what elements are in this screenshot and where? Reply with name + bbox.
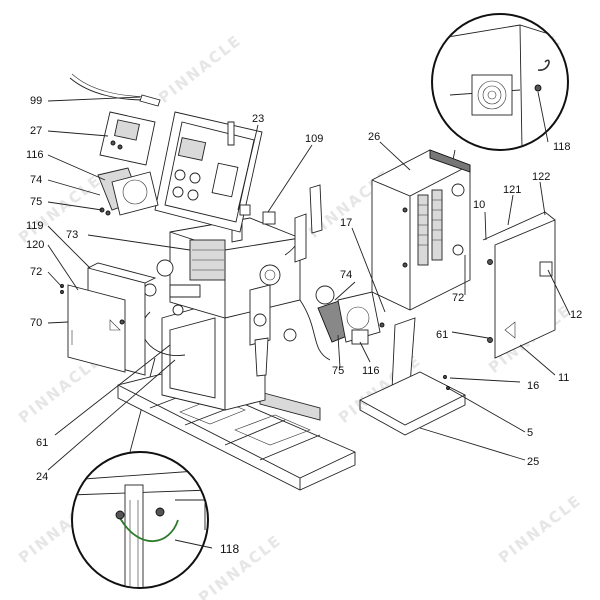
callout-74: 74 — [30, 174, 43, 186]
callout-119: 119 — [26, 220, 44, 232]
callout-17: 17 — [340, 217, 353, 229]
callout-120: 120 — [26, 239, 45, 251]
callout-99: 99 — [30, 95, 43, 107]
electrical-cabinet — [371, 149, 471, 311]
callout-70: 70 — [30, 317, 43, 329]
leader-lines — [47, 91, 571, 549]
callout-75: 75 — [332, 365, 345, 377]
callout-27: 27 — [30, 125, 43, 137]
callout-75: 75 — [30, 196, 43, 208]
callout-116: 116 — [362, 365, 380, 377]
callout-118: 118 — [553, 141, 571, 153]
stand-bracket — [359, 317, 466, 436]
cabinet-door — [482, 211, 556, 359]
callout-5: 5 — [527, 427, 534, 439]
callout-26: 26 — [368, 131, 381, 143]
detail-circle-top-right — [431, 13, 569, 151]
control-panel — [154, 111, 263, 233]
callout-72: 72 — [30, 266, 43, 278]
clamp-part — [262, 211, 276, 225]
callout-61: 61 — [36, 437, 49, 449]
fan-housing-right — [317, 291, 381, 345]
side-panels-left — [60, 262, 157, 376]
callout-74: 74 — [340, 269, 353, 281]
callout-73: 73 — [66, 229, 79, 241]
callout-72: 72 — [452, 292, 465, 304]
callout-109: 109 — [305, 133, 324, 145]
callout-12: 12 — [570, 309, 583, 321]
callout-116: 116 — [26, 149, 44, 161]
callout-118: 118 — [220, 542, 240, 556]
callout-121: 121 — [503, 184, 522, 196]
display-module — [69, 73, 161, 166]
callout-11: 11 — [558, 372, 570, 384]
fan-cover-left — [97, 167, 159, 216]
callout-16: 16 — [527, 380, 540, 392]
callout-25: 25 — [527, 456, 540, 468]
callout-24: 24 — [36, 471, 49, 483]
callout-10: 10 — [473, 199, 486, 211]
callout-61: 61 — [436, 329, 449, 341]
callout-23: 23 — [252, 113, 265, 125]
clamp-part — [239, 204, 251, 216]
callout-122: 122 — [532, 171, 551, 183]
main-machine-assembly — [141, 184, 335, 411]
detail-circle-bottom-left — [71, 451, 209, 589]
